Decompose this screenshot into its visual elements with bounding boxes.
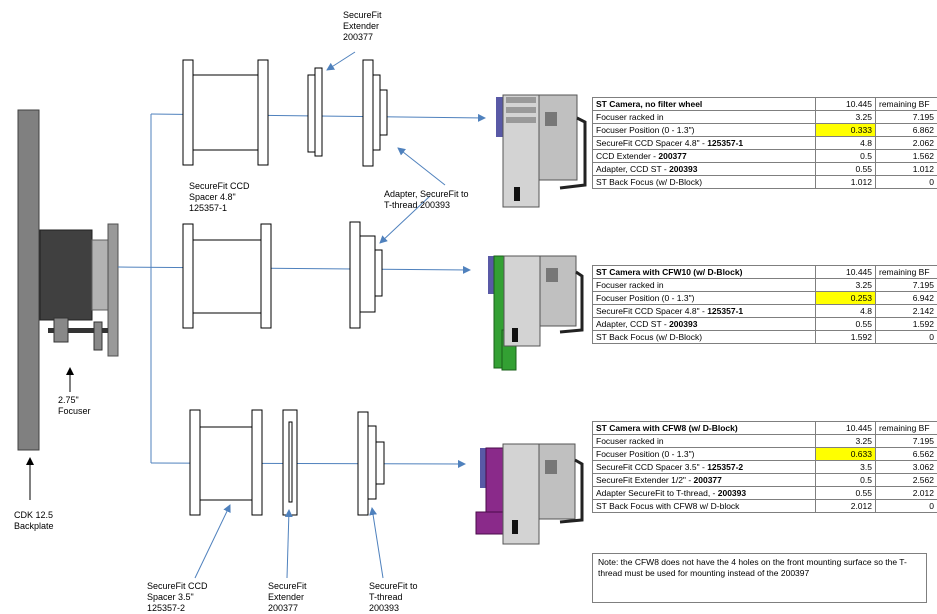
- table-title: ST Camera with CFW8 (w/ D-Block): [593, 422, 816, 435]
- extender-top: [308, 68, 322, 156]
- table-header-row: ST Camera with CFW10 (w/ D-Block) 10.445…: [593, 266, 937, 279]
- focuser-position-value: 0.253: [816, 292, 876, 305]
- focuser: [40, 224, 118, 356]
- focuser-position-value: 0.633: [816, 448, 876, 461]
- adapter-top: [363, 60, 387, 166]
- camera-st-icon: [496, 95, 585, 207]
- adapter-middle: [350, 222, 382, 328]
- header-note: remaining BF: [876, 422, 937, 435]
- header-value: 10.445: [816, 266, 876, 279]
- header-note: remaining BF: [876, 266, 937, 279]
- table-st-cfw8: ST Camera with CFW8 (w/ D-Block) 10.445 …: [592, 421, 937, 513]
- camera-cfw8-icon: [476, 444, 582, 544]
- spacer-middle: [183, 224, 271, 328]
- cfw8-note: Note: the CFW8 does not have the 4 holes…: [592, 553, 927, 603]
- extender-bottom: [283, 410, 297, 515]
- label-focuser: 2.75"Focuser: [58, 395, 91, 417]
- spacer-bottom: [190, 410, 262, 515]
- table-st-cfw10: ST Camera with CFW10 (w/ D-Block) 10.445…: [592, 265, 937, 344]
- table-title: ST Camera with CFW10 (w/ D-Block): [593, 266, 816, 279]
- backplate: [18, 110, 39, 450]
- table-title: ST Camera, no filter wheel: [593, 98, 816, 111]
- focuser-position-value: 0.333: [816, 124, 876, 137]
- spacer-top: [183, 60, 268, 165]
- tthread-bottom: [358, 412, 384, 515]
- table-st-no-filter-wheel: ST Camera, no filter wheel 10.445 remain…: [592, 97, 937, 189]
- header-note: remaining BF: [876, 98, 937, 111]
- optical-axis-lines: [118, 114, 485, 464]
- table-header-row: ST Camera with CFW8 (w/ D-Block) 10.445 …: [593, 422, 937, 435]
- table-header-row: ST Camera, no filter wheel 10.445 remain…: [593, 98, 937, 111]
- camera-cfw10-icon: [488, 256, 582, 370]
- header-value: 10.445: [816, 98, 876, 111]
- header-value: 10.445: [816, 422, 876, 435]
